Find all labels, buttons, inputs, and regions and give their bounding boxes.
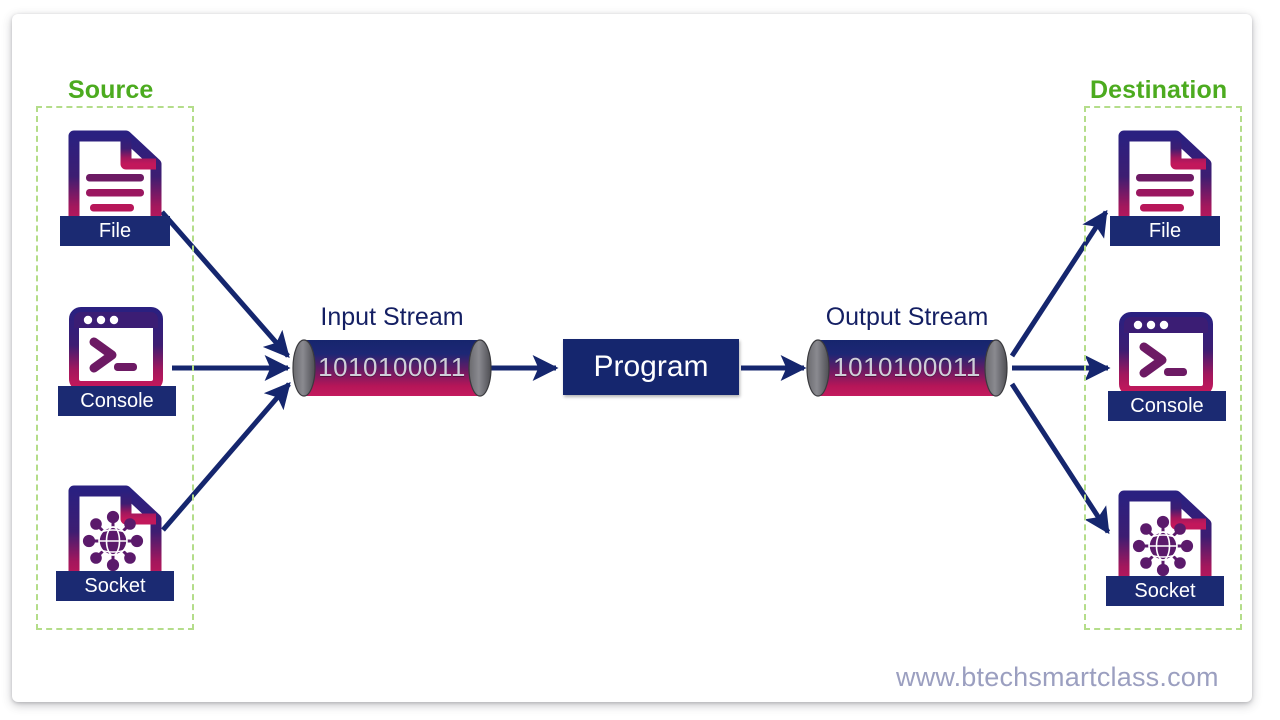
destination-node-file[interactable]: File: [1110, 130, 1220, 250]
arrow-file-to-input: [160, 210, 290, 358]
source-node-socket-label: Socket: [56, 571, 174, 601]
watermark-text: www.btechsmartclass.com: [896, 662, 1219, 692]
arrow-output-to-socket: [1009, 382, 1111, 535]
destination-node-console[interactable]: Console: [1108, 305, 1226, 425]
destination-arrows: [1009, 209, 1111, 535]
source-group-label: Source: [68, 76, 154, 104]
destination-group-label: Destination: [1090, 76, 1228, 104]
source-node-file-label: File: [60, 216, 170, 246]
input-stream-cylinder: [292, 339, 492, 397]
output-stream-cylinder: [806, 339, 1008, 397]
input-stream-label: Input Stream: [320, 303, 464, 331]
input-stream-value: 1010100011: [318, 352, 466, 382]
file-icon: [1118, 130, 1212, 232]
arrow-socket-to-input: [161, 382, 291, 532]
destination-node-console-label: Console: [1108, 391, 1226, 421]
arrow-output-to-file: [1009, 209, 1109, 358]
program-box[interactable]: Program: [563, 339, 739, 395]
file-icon: [68, 130, 162, 232]
destination-node-socket-label: Socket: [1106, 576, 1224, 606]
source-node-console-label: Console: [58, 386, 176, 416]
source-node-console[interactable]: Console: [58, 300, 176, 420]
source-node-file[interactable]: File: [60, 130, 170, 250]
destination-group-box: [1084, 106, 1242, 630]
source-node-socket[interactable]: Socket: [56, 485, 174, 605]
output-stream-value: 1010100011: [833, 352, 981, 382]
output-stream-label: Output Stream: [825, 303, 989, 331]
console-icon: [69, 307, 163, 391]
socket-icon: [1118, 490, 1212, 592]
source-arrows: [160, 210, 291, 532]
socket-icon: [68, 485, 162, 587]
destination-node-socket[interactable]: Socket: [1106, 490, 1224, 610]
source-group-box: [36, 106, 194, 630]
destination-node-file-label: File: [1110, 216, 1220, 246]
